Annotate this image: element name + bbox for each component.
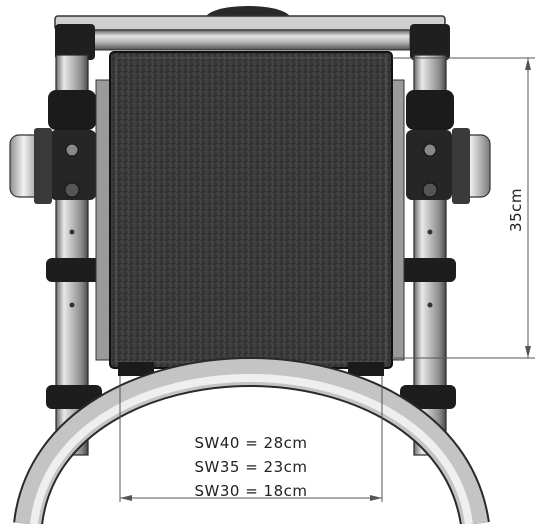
seat-back-panel: [109, 51, 393, 376]
width-label-sw40: SW40 = 28cm: [195, 434, 308, 452]
right-frame-tube: [400, 54, 456, 456]
top-handle: [54, 6, 450, 60]
left-frame-tube: [46, 54, 102, 456]
width-label-sw35: SW35 = 23cm: [195, 458, 308, 476]
panel-brackets: [95, 79, 405, 361]
left-side-knob: [9, 128, 52, 204]
width-dimension: SW40 = 28cm SW35 = 23cm SW30 = 18cm: [119, 376, 383, 502]
height-dimension: 35cm: [392, 57, 535, 359]
front-curved-tube: [13, 356, 490, 524]
right-side-knob: [452, 128, 491, 204]
height-label: 35cm: [507, 188, 525, 232]
width-label-sw30: SW30 = 18cm: [195, 482, 308, 500]
